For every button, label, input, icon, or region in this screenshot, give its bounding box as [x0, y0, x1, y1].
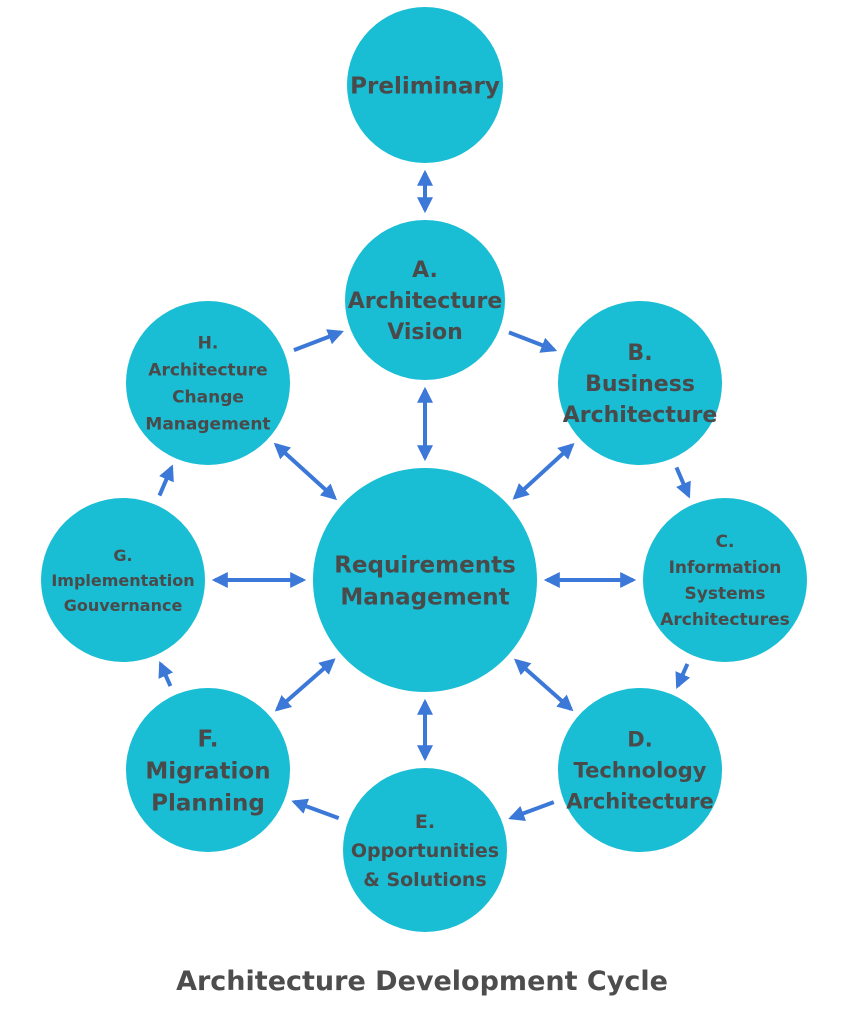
node-opportunities: E. Opportunities & Solutions	[343, 768, 507, 932]
node-label-migration-line-1: Migration	[145, 758, 270, 784]
node-label-migration-line-2: Planning	[151, 790, 265, 816]
node-label-business-line-2: Architecture	[563, 403, 718, 428]
arrow-implementation-to-change	[157, 464, 174, 497]
nodes-layer: PreliminaryA.ArchitectureVisionB.Busines…	[41, 7, 807, 932]
node-circle-information	[643, 498, 807, 662]
node-circle-preliminary	[347, 7, 503, 163]
node-label-technology-line-1: Technology	[574, 759, 707, 783]
node-label-implementation-line-1: Implementation	[51, 571, 194, 590]
node-label-information-line-1: Information	[669, 558, 782, 578]
node-label-opportunities-line-0: E.	[415, 811, 435, 833]
arrow-vision-to-business	[508, 330, 558, 353]
arrow-migration-to-implementation	[158, 661, 174, 687]
node-circle-opportunities	[343, 768, 507, 932]
node-circle-implementation	[41, 498, 205, 662]
node-label-technology-line-2: Architecture	[566, 790, 714, 814]
node-label-change-line-3: Management	[145, 415, 270, 435]
node-circle-vision	[345, 220, 505, 380]
node-circle-migration	[126, 688, 290, 852]
arrow-business-to-information	[674, 466, 691, 499]
node-label-information-line-0: C.	[716, 532, 735, 552]
arrow-opportunities-to-migration	[291, 798, 340, 821]
node-label-implementation-line-2: Gouvernance	[64, 596, 183, 615]
node-label-migration-line-0: F.	[197, 726, 218, 752]
arrow-requirements-to-change	[273, 442, 338, 501]
arrow-requirements-to-business	[512, 442, 575, 500]
arrow-technology-to-opportunities	[508, 800, 555, 821]
adm-cycle-diagram: PreliminaryA.ArchitectureVisionB.Busines…	[41, 7, 807, 932]
node-label-change-line-0: H.	[198, 334, 219, 354]
diagram-caption: Architecture Development Cycle	[176, 966, 668, 997]
arrow-change-to-vision	[293, 329, 344, 353]
node-label-implementation-line-0: G.	[113, 546, 132, 565]
node-circle-technology	[558, 688, 722, 852]
node-label-technology-line-0: D.	[627, 728, 652, 752]
arrows-layer	[157, 169, 691, 821]
node-label-vision-line-2: Vision	[387, 320, 463, 345]
node-label-information-line-3: Architectures	[660, 610, 790, 630]
node-label-change-line-2: Change	[172, 388, 244, 408]
node-label-opportunities-line-1: Opportunities	[351, 840, 499, 862]
arrow-requirements-to-technology	[514, 658, 574, 712]
arrow-information-to-technology	[675, 663, 691, 689]
node-label-change-line-1: Architecture	[148, 361, 267, 381]
node-circle-requirements	[313, 468, 537, 692]
node-label-business-line-1: Business	[585, 372, 695, 397]
node-circle-business	[558, 301, 722, 465]
node-preliminary: Preliminary	[347, 7, 503, 163]
node-label-vision-line-1: Architecture	[348, 289, 503, 314]
node-label-requirements-line-0: Requirements	[334, 552, 516, 578]
node-label-vision-line-0: A.	[412, 258, 438, 283]
node-circle-change	[126, 301, 290, 465]
node-label-business-line-0: B.	[627, 341, 652, 366]
node-label-opportunities-line-2: & Solutions	[363, 869, 486, 891]
node-label-requirements-line-1: Management	[340, 584, 509, 610]
node-label-preliminary-line-0: Preliminary	[350, 73, 500, 99]
arrow-requirements-to-migration	[274, 658, 336, 712]
node-label-information-line-2: Systems	[685, 584, 766, 604]
